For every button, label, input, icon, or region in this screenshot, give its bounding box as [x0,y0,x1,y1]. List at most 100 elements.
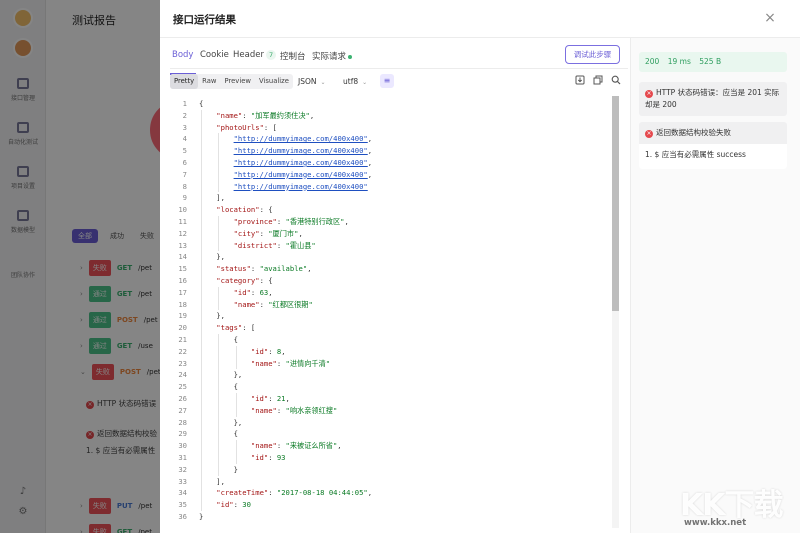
json-key: "tags" [216,323,243,333]
format-pretty[interactable]: Pretty [170,74,199,89]
close-icon[interactable]: × [764,10,776,26]
status-badge: 失败 [91,364,114,380]
json-punctuation: : [276,240,286,250]
json-punctuation: : [250,287,260,297]
rail-item-api[interactable]: 接口管理 [6,78,40,103]
tab-body[interactable]: Body [172,50,194,60]
tab-console[interactable]: 控制台 [280,52,306,62]
chevron-right-icon[interactable]: › [80,290,83,298]
filter-fail[interactable]: 失败 [140,232,154,240]
json-value: 93 [276,453,286,462]
json-key: "name" [233,299,260,309]
chevron-down-icon[interactable]: ⌄ [80,368,86,376]
format-visualize[interactable]: Visualize [258,77,289,85]
json-punctuation: ], [216,193,225,203]
json-punctuation: }, [233,417,243,427]
code-line: 23"name": "进情向千清" [170,358,610,370]
rail-item-settings[interactable]: 项目设置 [6,166,40,191]
filter-all[interactable]: 全部 [72,229,98,243]
line-number: 21 [178,335,187,344]
json-value[interactable]: "http://dummyimage.com/400x400" [233,158,368,167]
page-title: 测试报告 [72,14,116,27]
tab-cookie[interactable]: Cookie [200,50,229,60]
search-icon[interactable] [610,75,622,87]
json-value: 21 [276,394,286,403]
json-value: 30 [242,500,251,510]
json-key: "id" [250,394,269,403]
json-punctuation: , [337,441,342,451]
path-label: /pet [138,264,152,272]
body-toolbar: Pretty Raw Preview Visualize JSON⌄ utf8⌄… [170,74,628,90]
rail-item-models[interactable]: 数据模型 [6,210,40,235]
tab-actual-request[interactable]: 实际请求 [312,50,353,62]
editor-scrollbar-thumb[interactable] [612,96,619,311]
copy-icon[interactable] [592,75,604,87]
content-type-select[interactable]: JSON⌄ [298,77,326,86]
debug-step-button[interactable]: 调试此步骤 [565,45,620,64]
json-value[interactable]: "http://dummyimage.com/400x400" [233,146,368,156]
format-preview[interactable]: Preview [224,77,251,85]
code-line: 28}, [170,417,610,429]
json-value: 8 [276,346,282,356]
chevron-right-icon[interactable]: › [80,528,83,533]
wrap-lines-icon[interactable]: ≡ [380,74,394,88]
json-punctuation: : { [259,276,273,285]
format-raw[interactable]: Raw [202,77,217,85]
notification-icon[interactable]: ♪ [19,486,27,497]
chevron-right-icon[interactable]: › [80,264,83,272]
json-value[interactable]: "http://dummyimage.com/400x400" [233,169,368,179]
code-line: 30"name": "来被证么所省", [170,440,610,452]
code-line: 18"name": "红都区很期" [170,299,610,311]
line-number: 26 [178,394,187,403]
gear-icon[interactable]: ⚙ [18,506,28,517]
code-line: 31"id": 93 [170,452,610,464]
editor-scrollbar-track[interactable] [612,96,619,528]
status-badge: 通过 [88,338,111,354]
json-punctuation: , [281,346,286,356]
json-punctuation: , [367,169,373,179]
tabs-divider [170,68,628,69]
json-value[interactable]: "http://dummyimage.com/400x400" [233,134,368,144]
json-code-editor[interactable]: 1{2"name": "加军最约须住决",3"photoUrls": [4"ht… [170,96,618,528]
watermark-logo: KK下载 [680,488,783,523]
autotest-icon [17,122,29,133]
encoding-select[interactable]: utf8⌄ [343,77,368,86]
chevron-right-icon[interactable]: › [80,316,83,324]
project-avatar[interactable] [13,38,33,58]
indent-guide [235,393,237,417]
user-avatar[interactable] [13,8,33,28]
json-punctuation: } [199,512,204,521]
chevron-right-icon[interactable]: › [80,342,83,350]
status-code: 200 [645,57,660,66]
json-value[interactable]: "http://dummyimage.com/400x400" [233,181,368,191]
rail-item-team[interactable]: 团队协作 [10,272,35,279]
code-line: 14}, [170,251,610,263]
download-icon[interactable] [574,75,586,87]
code-line: 4"http://dummyimage.com/400x400", [170,133,610,145]
json-key: "name" [250,358,277,368]
indent-guide [218,334,220,476]
json-value: "厦门市" [268,228,299,238]
chevron-right-icon[interactable]: › [80,502,83,510]
response-status-summary: 200 19 ms 525 B [639,52,787,72]
json-punctuation: { [233,335,238,344]
code-line: 32} [170,464,610,476]
settings-icon [17,166,29,177]
json-punctuation: , [309,110,315,120]
line-number: 18 [178,299,187,309]
line-number: 2 [182,110,187,120]
drawer-header: 接口运行结果 × [160,0,800,38]
filter-success[interactable]: 成功 [110,232,124,240]
line-number: 22 [178,346,187,356]
rail-item-autotest[interactable]: 自动化测试 [6,122,40,147]
